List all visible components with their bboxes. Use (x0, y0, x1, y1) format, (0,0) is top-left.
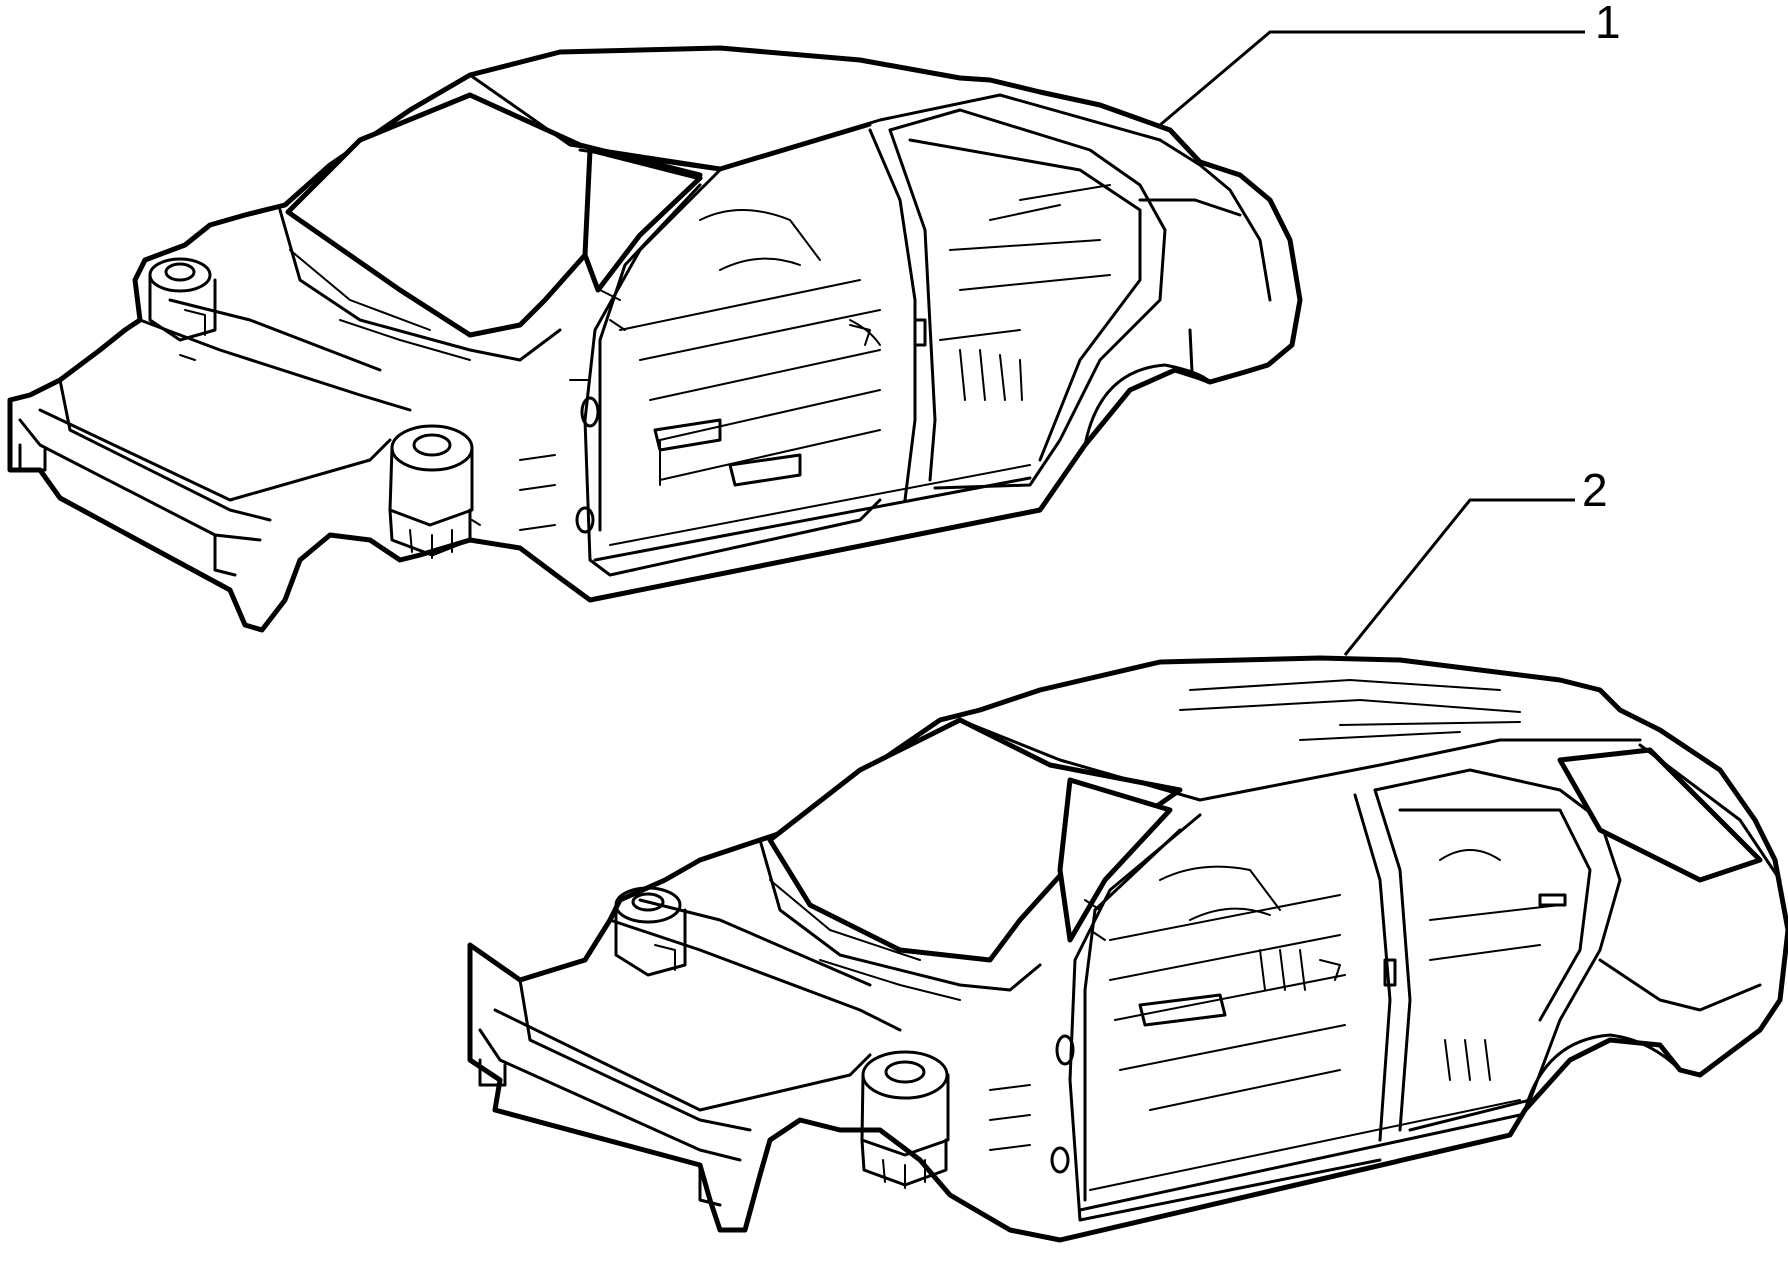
callout-1-leader (1159, 30, 1585, 127)
callout-1: 1 (1159, 0, 1621, 127)
callout-2-label: 2 (1582, 464, 1608, 516)
hatchback-body-shell[interactable] (467, 655, 1788, 1243)
callout-2: 2 (1343, 464, 1608, 656)
callout-1-label: 1 (1595, 0, 1621, 48)
sedan-body-shell[interactable] (7, 45, 1303, 633)
callout-2-leader (1343, 498, 1575, 656)
